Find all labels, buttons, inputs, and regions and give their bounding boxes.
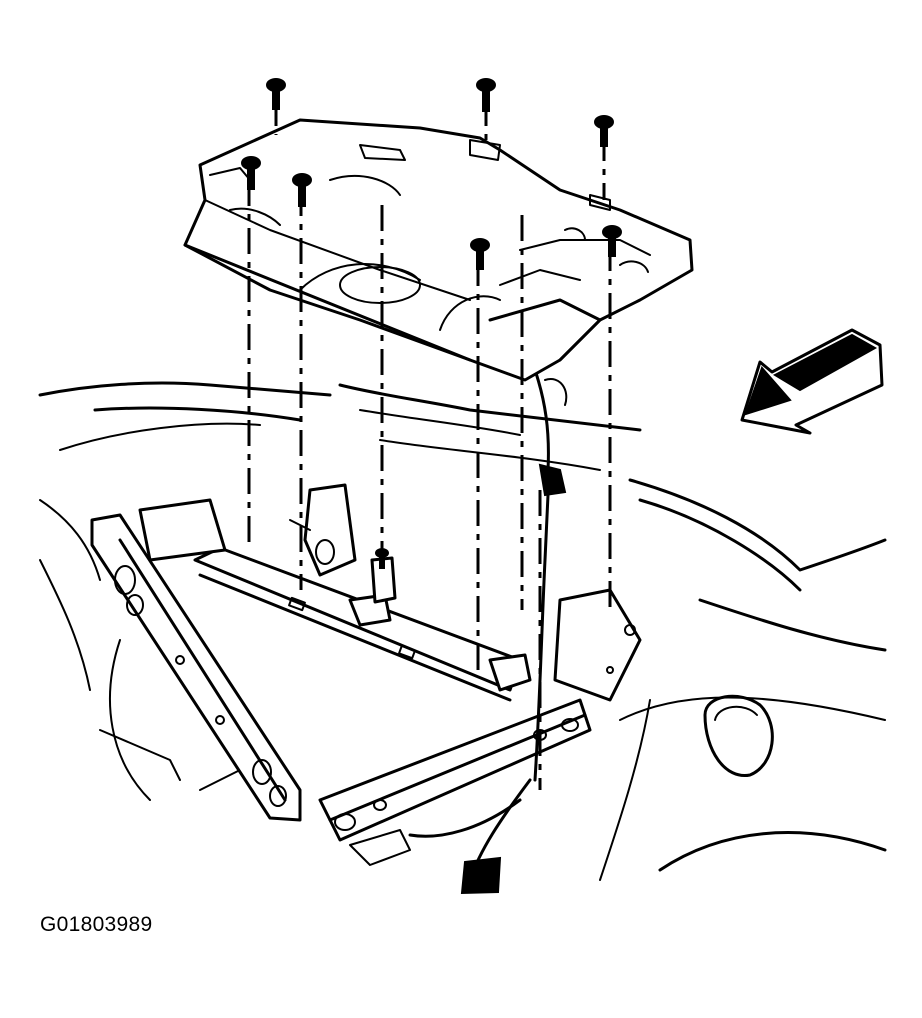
left-diagonal-brace [90, 513, 302, 822]
bolt-icon [476, 78, 496, 112]
bolt-icon [602, 225, 622, 257]
rear-cross-rail [318, 698, 592, 866]
mounting-bracket-rail [138, 498, 642, 702]
latch-actuator [289, 483, 397, 604]
bolt-alignment-lines [247, 100, 612, 790]
bolt-set [241, 78, 622, 569]
direction-arrow-icon [740, 328, 884, 435]
vehicle-body-outline [38, 381, 887, 881]
bolt-icon [292, 173, 312, 207]
bolt-icon [266, 78, 286, 110]
bolt-icon [594, 115, 614, 147]
figure-id-label: G01803989 [40, 913, 153, 936]
bolt-icon [375, 548, 389, 569]
bolt-icon [241, 156, 261, 190]
rear-shelf-panel [183, 118, 694, 382]
bolt-icon [470, 238, 490, 270]
